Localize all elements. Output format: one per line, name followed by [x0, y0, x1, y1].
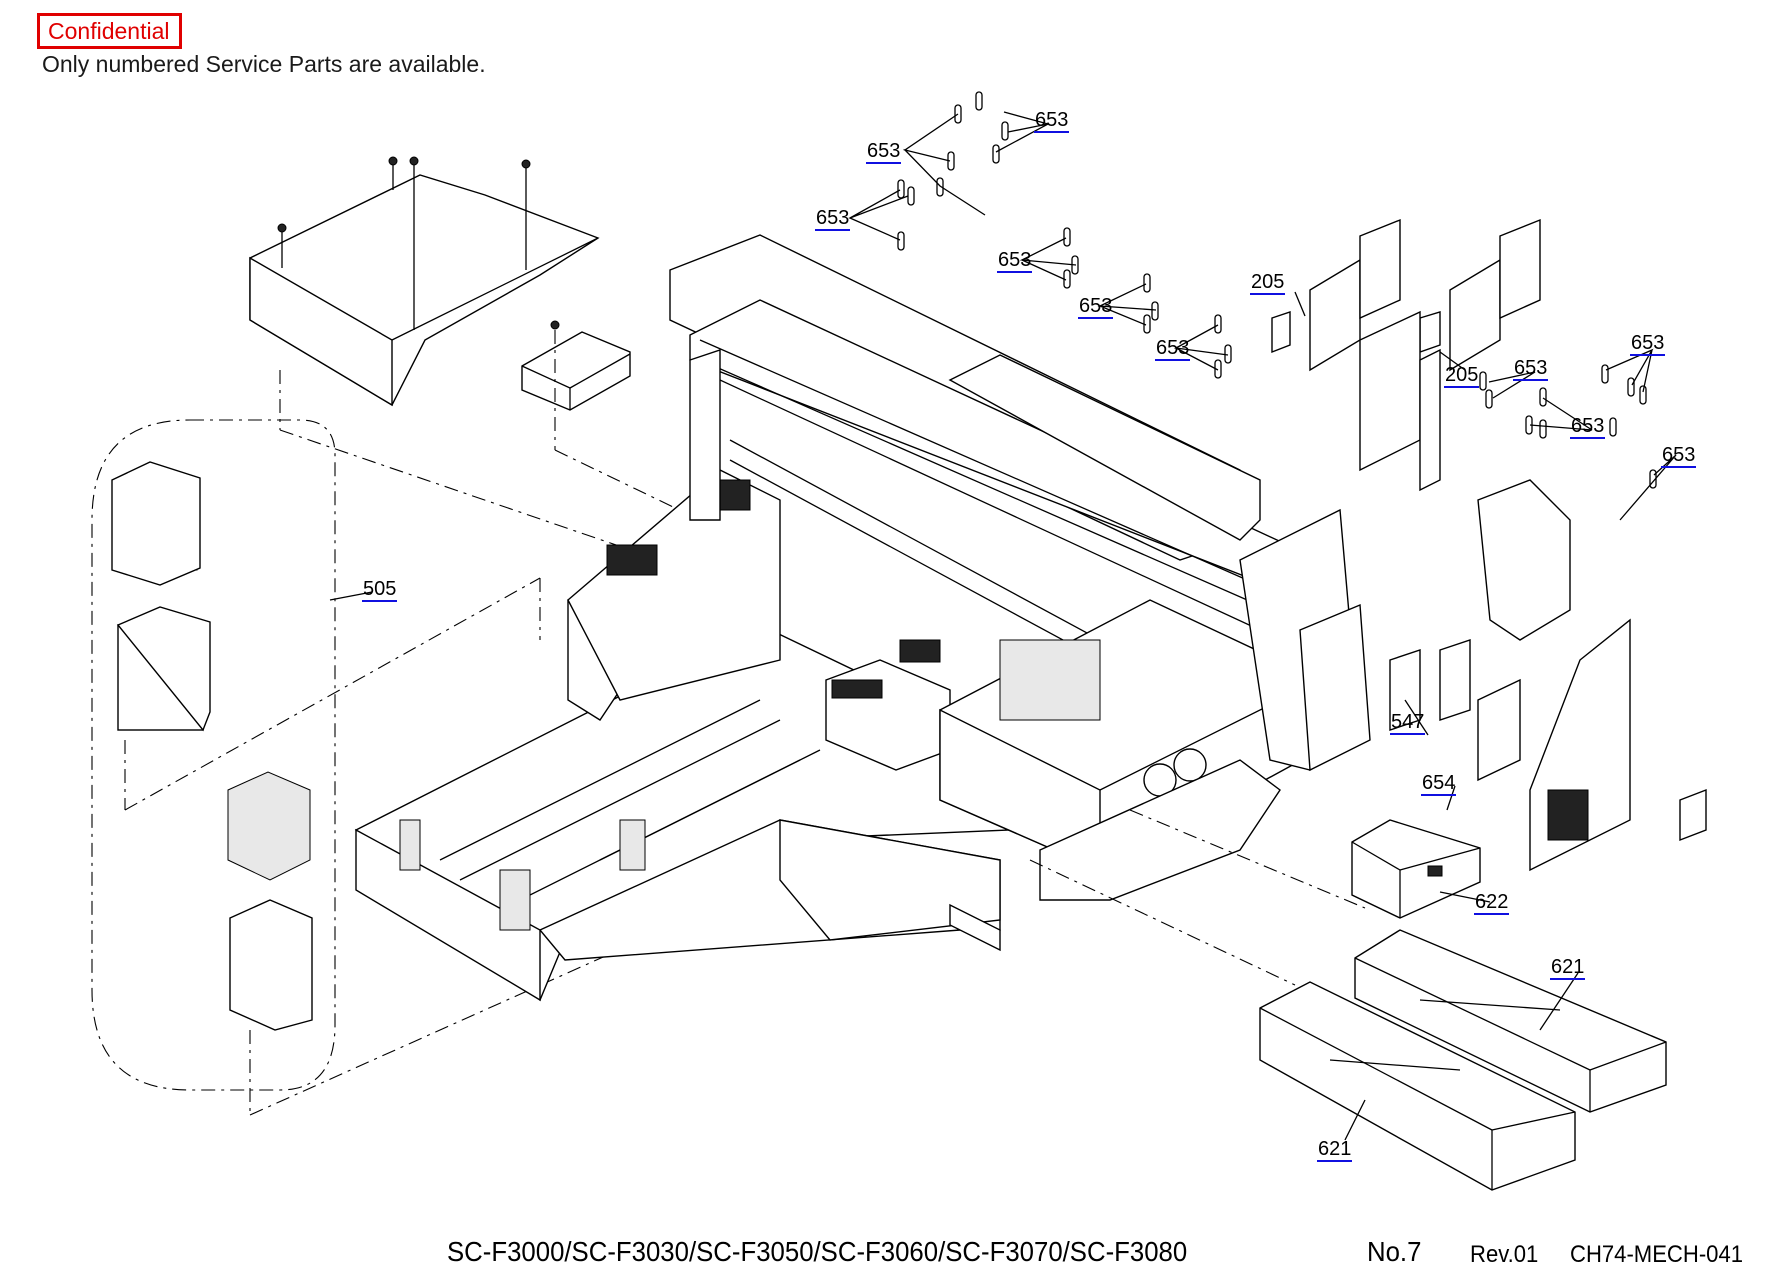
- printhead-unit: [939, 599, 1321, 872]
- part-link-653[interactable]: 653: [1078, 295, 1114, 319]
- bottom-right-chassis: [1039, 759, 1281, 901]
- part-link-653[interactable]: 653: [815, 207, 851, 231]
- top-rail-frame: [669, 234, 1322, 661]
- part-link-653[interactable]: 653: [997, 249, 1033, 273]
- right-fan-547: [1389, 639, 1521, 782]
- part-link-653[interactable]: 653: [1155, 337, 1191, 361]
- tray-622: [1351, 819, 1481, 919]
- part-link-621[interactable]: 621: [1550, 956, 1586, 980]
- part-link-547[interactable]: 547: [1390, 711, 1426, 735]
- top-cover-part: [249, 156, 600, 407]
- footer-model-list: SC-F3000/SC-F3030/SC-F3050/SC-F3060/SC-F…: [447, 1236, 1188, 1267]
- part-link-205[interactable]: 205: [1444, 364, 1480, 388]
- part-link-653[interactable]: 653: [1034, 109, 1070, 133]
- right-cover-panel: [1477, 479, 1707, 872]
- part-link-653[interactable]: 653: [1661, 444, 1697, 468]
- fan-assembly: [1271, 218, 1541, 492]
- part-link-205[interactable]: 205: [1250, 271, 1286, 295]
- service-parts-note: Only numbered Service Parts are availabl…: [42, 51, 486, 77]
- footer-page-number: No.7: [1367, 1236, 1422, 1267]
- ink-cartridge-stack: [825, 639, 951, 771]
- part-link-653[interactable]: 653: [1513, 357, 1549, 381]
- tray-621-right: [1354, 929, 1667, 1113]
- part-link-622[interactable]: 622: [1474, 891, 1510, 915]
- part-link-653[interactable]: 653: [866, 140, 902, 164]
- part-link-621[interactable]: 621: [1317, 1138, 1353, 1162]
- tray-621-left: [1259, 981, 1576, 1191]
- left-frame: [567, 469, 781, 721]
- part-link-654[interactable]: 654: [1421, 772, 1457, 796]
- part-link-653[interactable]: 653: [1570, 415, 1606, 439]
- board-assembly-505: [91, 419, 373, 1091]
- leader-lines: [848, 111, 1677, 1141]
- part-link-505[interactable]: 505: [362, 578, 398, 602]
- right-side-frame: [1239, 508, 1371, 772]
- footer-revision: Rev.01: [1470, 1241, 1539, 1268]
- board-box-part: [521, 320, 631, 411]
- part-link-653[interactable]: 653: [1630, 332, 1666, 356]
- footer-doc-code: CH74-MECH-041: [1570, 1241, 1744, 1268]
- confidential-badge: Confidential: [37, 13, 182, 49]
